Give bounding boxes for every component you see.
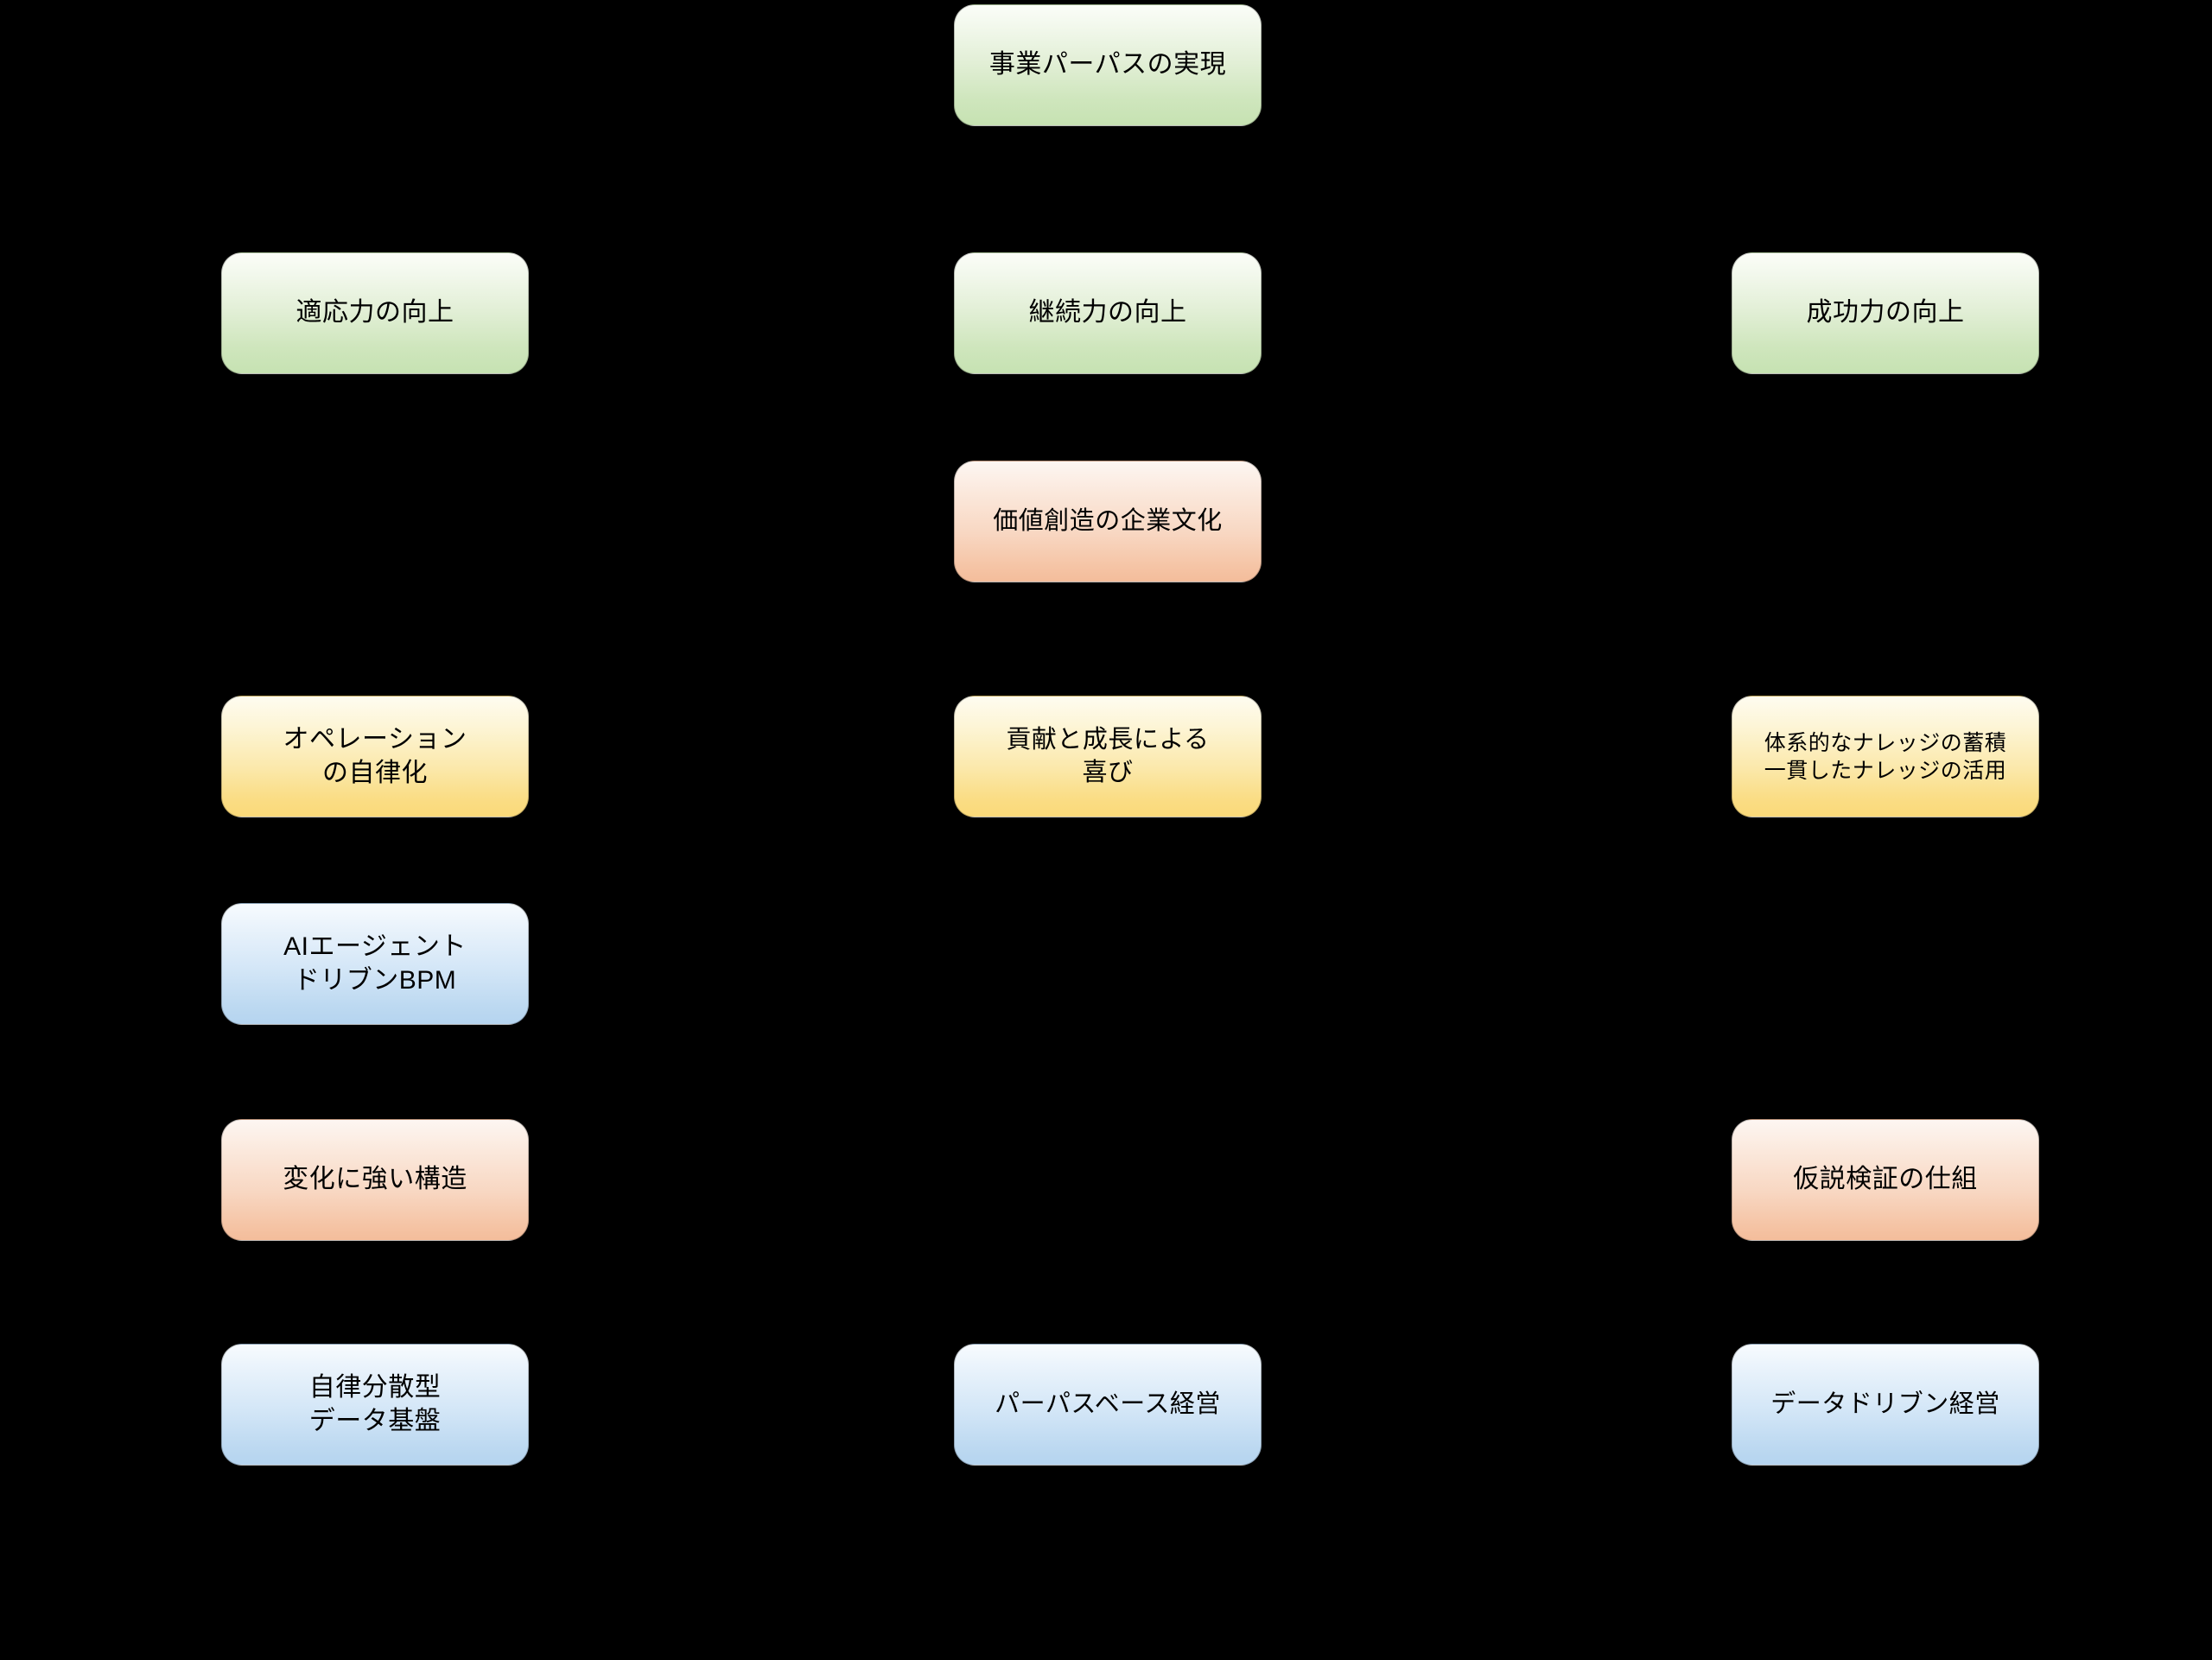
node-goal-success[interactable]: 成功力の向上	[1732, 252, 2039, 374]
node-label: AIエージェント ドリブンBPM	[283, 932, 467, 995]
node-method-ai-agent-driven-bpm[interactable]: AIエージェント ドリブンBPM	[221, 903, 529, 1025]
node-label: 体系的なナレッジの蓄積 一貫したナレッジの活用	[1764, 730, 2007, 783]
node-foundation-distributed-data-platform[interactable]: 自律分散型 データ基盤	[221, 1344, 529, 1466]
node-label: 適応力の向上	[296, 298, 454, 328]
node-label: 仮説検証の仕組	[1793, 1165, 1978, 1194]
node-label: 貢献と成長による 喜び	[1006, 726, 1210, 786]
node-label: 価値創造の企業文化	[993, 506, 1223, 535]
node-apex-business-purpose[interactable]: 事業パーパスの実現	[954, 4, 1262, 126]
node-foundation-data-driven-management[interactable]: データドリブン経営	[1732, 1344, 2039, 1466]
node-capability-contribution-joy[interactable]: 貢献と成長による 喜び	[954, 696, 1262, 817]
node-label: 成功力の向上	[1806, 298, 1965, 328]
node-label: 変化に強い構造	[283, 1165, 467, 1194]
node-capability-operation-autonomy[interactable]: オペレーション の自律化	[221, 696, 529, 817]
node-capability-knowledge[interactable]: 体系的なナレッジの蓄積 一貫したナレッジの活用	[1732, 696, 2039, 817]
node-foundation-purpose-based-management[interactable]: パーパスベース経営	[954, 1344, 1262, 1466]
node-label: 継続力の向上	[1028, 298, 1187, 328]
node-label: 自律分散型 データ基盤	[308, 1373, 442, 1435]
node-structure-change-resilient[interactable]: 変化に強い構造	[221, 1119, 529, 1241]
node-culture-value-creation[interactable]: 価値創造の企業文化	[954, 461, 1262, 582]
node-goal-adaptability[interactable]: 適応力の向上	[221, 252, 529, 374]
node-label: オペレーション の自律化	[283, 725, 467, 787]
node-label: 事業パーパスの実現	[988, 50, 1227, 80]
node-label: パーパスベース経営	[995, 1390, 1221, 1418]
node-goal-continuity[interactable]: 継続力の向上	[954, 252, 1262, 374]
node-label: データドリブン経営	[1770, 1390, 2000, 1418]
node-structure-hypothesis-validation[interactable]: 仮説検証の仕組	[1732, 1119, 2039, 1241]
